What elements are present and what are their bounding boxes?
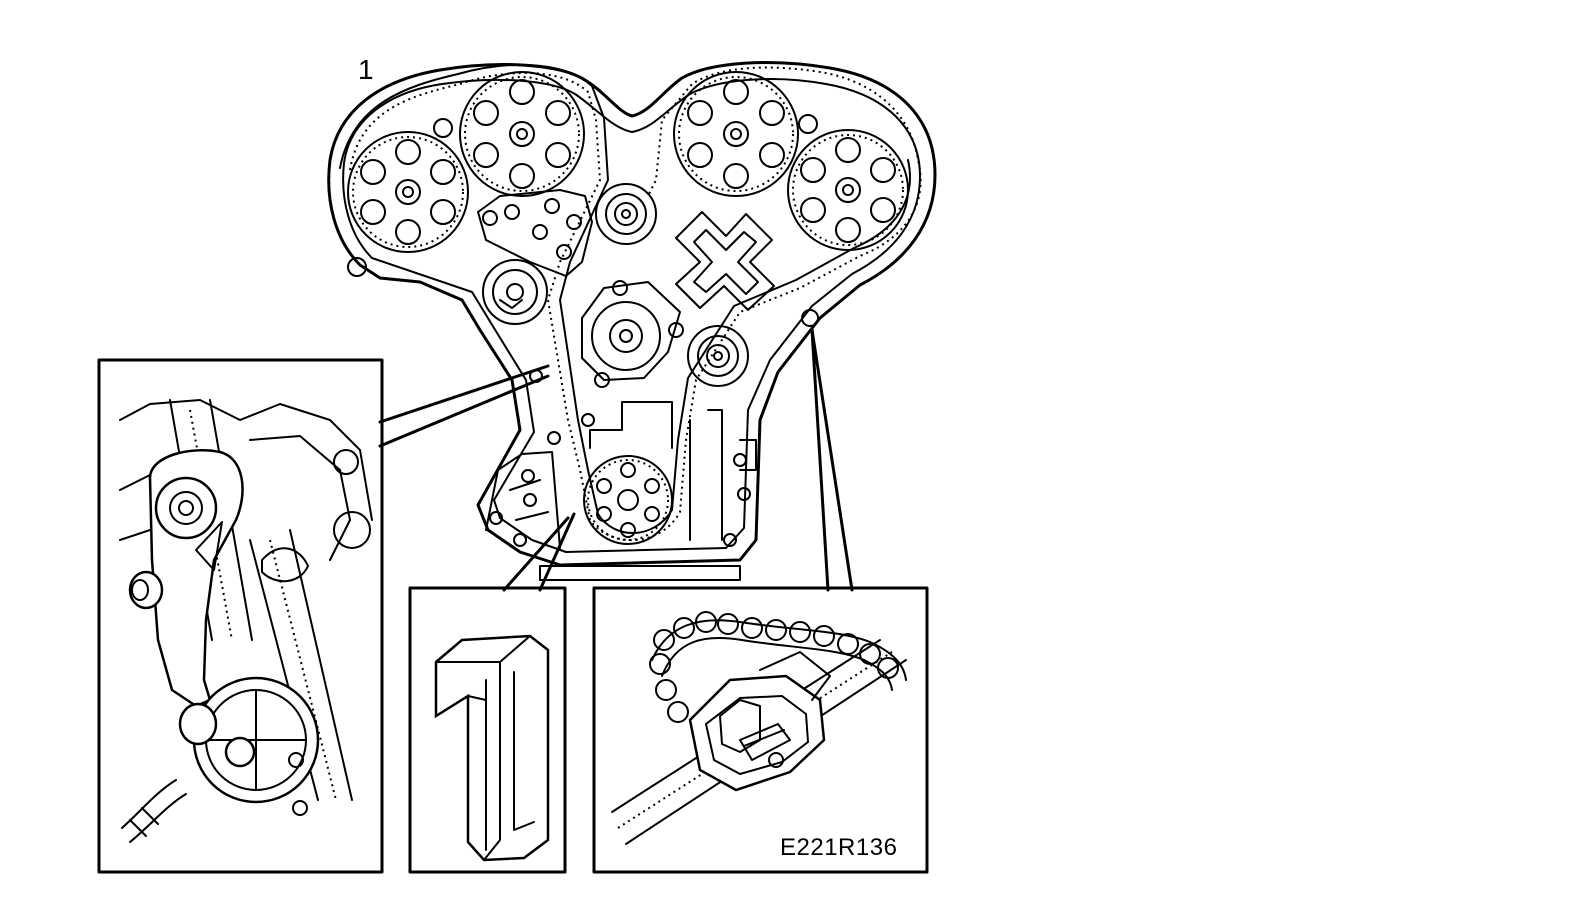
bolt [489,511,503,525]
bolt [733,453,747,467]
bolt [737,487,751,501]
locking-knob-face [131,579,149,601]
bolt [532,224,548,240]
engine-block-lower [589,401,757,541]
sensor-cable [121,779,187,843]
engine-front-view [327,61,937,581]
timing-belt-edge [339,63,911,534]
timing-cover-outline [327,61,937,567]
belt-clamp-inset [592,586,929,874]
water-pump [581,280,684,388]
figure-code: E221R136 [780,834,898,861]
engine-block-side [485,451,561,549]
timing-cover-inner-outline [342,78,921,553]
callout-label: 1 [358,54,374,85]
leader-line [502,516,570,592]
idler-pulley [595,183,657,245]
belt-teeth [189,409,337,801]
oil-pan-flange [539,565,741,581]
tensioner-roller-hub [169,491,203,525]
camshaft-pulley [787,129,909,251]
bolt [333,449,359,475]
bolt [521,469,535,483]
bolt [798,114,818,134]
leader-line [810,328,830,592]
tensioner-roller-bolt [178,500,194,516]
belt-clamp-jaw [739,723,791,761]
bolt [544,198,560,214]
idler-pulley [687,325,749,387]
bolt [581,413,595,427]
leader-lines [378,328,854,592]
cross-boss [675,211,775,311]
tensioner-pointer [195,521,223,571]
pivot-knob [178,702,218,746]
leader-line [378,374,550,448]
timing-belt [349,66,922,541]
bolt [482,210,498,226]
leader-line [810,328,854,592]
bolt [513,533,527,547]
tensioner-roller [154,476,218,540]
cable-connector [129,807,159,837]
bolt [556,244,572,260]
locking-knob [128,570,164,610]
locking-tool-top [435,635,531,861]
tensioner-inset [97,358,384,874]
crankshaft-pulley [583,455,673,545]
bolt [504,204,520,220]
pivot-bolt [224,736,256,768]
bolt [288,752,304,768]
bolt [566,214,582,230]
bolt [523,493,537,507]
locking-tool-ledge [435,695,487,717]
bolt [292,800,308,816]
cross-boss-inner [693,229,759,295]
locking-tool-groove [485,671,535,851]
camshaft-pulley [347,131,469,253]
engine-background [119,399,373,582]
tensioner-pulley [482,259,548,325]
bolt [433,118,453,138]
tool-1-inset [408,586,567,874]
tensioner-bracket [477,189,593,277]
belt-clamp-lever [759,651,831,701]
bolt [723,533,737,547]
lower-pulley-slot [205,689,307,791]
bolt [333,511,371,549]
bolt [768,752,784,768]
belt-clamp-face [705,695,809,775]
locking-tool [434,634,550,862]
mount-tab [801,309,819,327]
leader-line [538,512,576,592]
bolt [547,431,561,445]
mount-tab [347,257,367,277]
camshaft-pulley [673,71,799,197]
belt-coils [649,611,899,723]
twisted-belt [651,619,907,681]
camshaft-pulley [459,71,585,197]
leader-line [378,364,550,424]
